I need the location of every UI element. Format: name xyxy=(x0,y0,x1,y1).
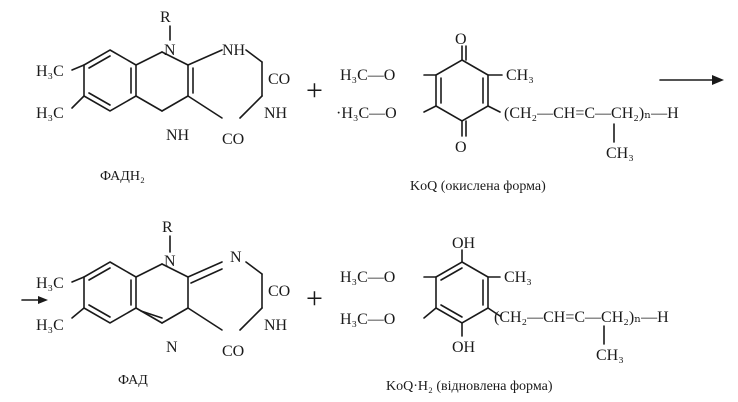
reaction-arrow-top xyxy=(659,75,724,85)
koqh2-reduced-caption: KoQ·H₂ (відновлена форма) xyxy=(386,379,553,394)
koqh2-methoxy-upper-label: H₃C—O xyxy=(340,269,395,286)
fad-n-right-label: N xyxy=(230,249,242,266)
reaction-arrow-bottom xyxy=(21,296,48,304)
koq-methoxy-lower-label: ·H₃C—O xyxy=(336,105,397,122)
koqh2-hydroxyl-bottom-label: OH xyxy=(452,339,476,356)
fadh2-methyl-upper-label: H₃C xyxy=(36,63,64,80)
fadh2-co-top-label: CO xyxy=(268,71,290,88)
koqh2-chain-label: (CH₂—CH=C—CH₂)ₙ—H xyxy=(494,309,669,326)
fad-n-top-label: N xyxy=(164,253,176,270)
fad-n-bottom-label: N xyxy=(166,339,178,356)
koqh2-methoxy-lower-label: H₃C—O xyxy=(340,311,395,328)
fad-caption: ФАД xyxy=(118,373,148,388)
fadh2-nh-top-label: NH xyxy=(222,42,246,59)
koqh2-reduced-structure: OH OH CH₃ H₃C—O H₃C—O (CH₂—CH=C—CH₂)ₙ—H … xyxy=(340,235,669,394)
fad-structure: R N N CO NH N CO H₃C H₃C ФАД xyxy=(36,219,290,388)
fad-methyl-lower-label: H₃C xyxy=(36,317,64,334)
koq-methyl-label: CH₃ xyxy=(506,67,534,84)
koqh2-chain-methyl-label: CH₃ xyxy=(596,347,624,364)
fadh2-n-label: N xyxy=(164,42,176,59)
koq-oxo-bottom-label: O xyxy=(455,139,467,156)
fad-nh-label: NH xyxy=(264,317,288,334)
fad-methyl-upper-label: H₃C xyxy=(36,275,64,292)
koqh2-methyl-label: CH₃ xyxy=(504,269,532,286)
koq-oxidized-structure: O O CH₃ H₃C—O ·H₃C—O (CH₂—CH=C—CH₂)ₙ—H C… xyxy=(336,31,679,194)
fadh2-structure: R N NH CO NH NH CO H₃C H₃C ФАДН₂ xyxy=(36,9,290,184)
koq-oxo-top-label: O xyxy=(455,31,467,48)
fadh2-nh-right-label: NH xyxy=(264,105,288,122)
plus-sign-top: + xyxy=(306,74,323,107)
fad-r-label: R xyxy=(162,219,173,236)
koqh2-hydroxyl-top-label: OH xyxy=(452,235,476,252)
fadh2-co-bottom-label: CO xyxy=(222,131,244,148)
fadh2-methyl-lower-label: H₃C xyxy=(36,105,64,122)
fadh2-caption: ФАДН₂ xyxy=(100,169,145,184)
koq-chain-methyl-label: CH₃ xyxy=(606,145,634,162)
koq-chain-label: (CH₂—CH=C—CH₂)ₙ—H xyxy=(504,105,679,122)
fad-co-bottom-label: CO xyxy=(222,343,244,360)
fad-co-top-label: CO xyxy=(268,283,290,300)
koq-oxidized-caption: KoQ (окислена форма) xyxy=(410,179,546,194)
fadh2-nh-bottom-label: NH xyxy=(166,127,190,144)
fadh2-r-label: R xyxy=(160,9,171,26)
koq-methoxy-upper-label: H₃C—O xyxy=(340,67,395,84)
plus-sign-bottom: + xyxy=(306,282,323,315)
